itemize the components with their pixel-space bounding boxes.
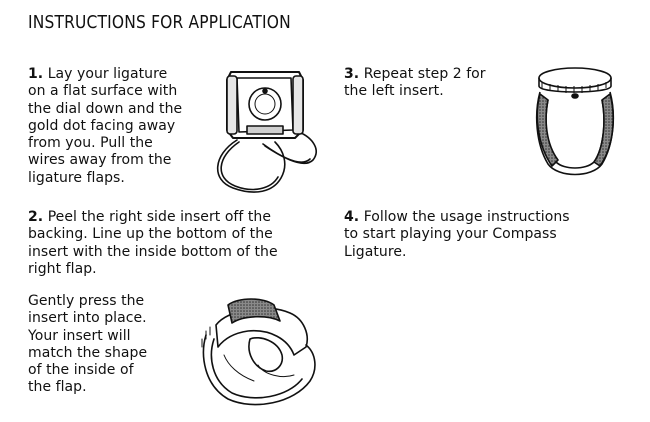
step-3-text: Repeat step 2 for the left insert. (344, 66, 486, 100)
step-3: 3. Repeat step 2 for the left insert. (344, 66, 544, 101)
insert-press-illustration (201, 298, 316, 406)
ligature-left-insert-illustration (535, 67, 615, 176)
ligature-flat-illustration (216, 71, 317, 193)
step-3-number: 3. (344, 66, 360, 82)
page-title: INSTRUCTIONS FOR APPLICATION (28, 12, 291, 33)
step-2-text: Peel the right side insert off the backi… (28, 209, 278, 277)
step-2-continued: Gently press the insert into place. Your… (28, 293, 148, 396)
step-2: 2. Peel the right side insert off the ba… (28, 209, 328, 278)
step-1-text: Lay your ligature on a flat surface with… (28, 66, 183, 186)
step-4-number: 4. (344, 209, 360, 225)
step-2-number: 2. (28, 209, 44, 225)
step-1: 1. Lay your ligature on a flat surface w… (28, 66, 228, 187)
step-4: 4. Follow the usage instructions to star… (344, 209, 604, 261)
step-4-text: Follow the usage instructions to start p… (344, 209, 570, 260)
step-1-number: 1. (28, 66, 44, 82)
